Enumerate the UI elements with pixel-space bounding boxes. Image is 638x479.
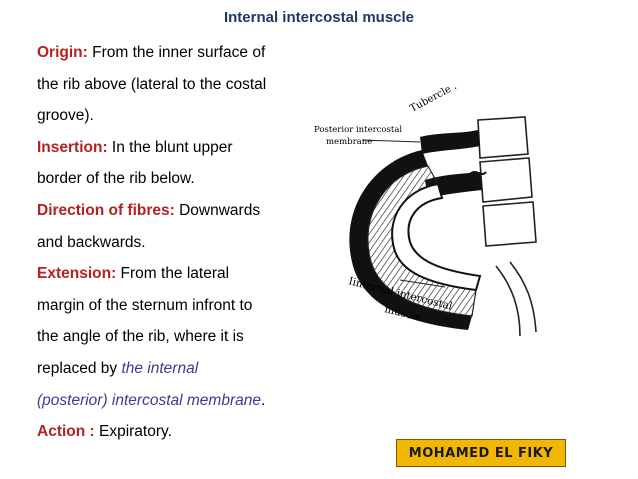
rib-diagram: Tubercle . Posterior intercostal membran… (300, 62, 600, 362)
vertebrae (477, 116, 537, 247)
rib-head-upper (420, 130, 480, 154)
line-extension-cont-4: (posterior) intercostal membrane. (37, 391, 266, 409)
signature-text: MOHAMED EL FIKY (408, 445, 554, 461)
line-action: Action : Expiratory. (37, 423, 172, 441)
leader-muscle (399, 279, 446, 288)
rib-diagram-svg: Tubercle . Posterior intercostal membran… (314, 81, 537, 337)
line-insertion-cont: border of the rib below. (37, 170, 195, 188)
line-direction-cont: and backwards. (37, 233, 146, 251)
line-origin: Origin: From the inner surface of (37, 44, 266, 61)
line-origin-cont-2: groove). (37, 107, 94, 125)
line-origin-cont-1: the rib above (lateral to the costal (37, 75, 267, 93)
leader-membrane (361, 139, 421, 143)
lower-rib (391, 182, 482, 292)
label-membrane-2: membrane (326, 137, 372, 147)
label-membrane-1: Posterior intercostal (314, 125, 402, 135)
direction-label: Direction of fibres: (37, 201, 175, 219)
insertion-label: Insertion: (37, 138, 108, 156)
description-text: Origin: From the inner surface of the ri… (37, 37, 307, 448)
line-extension: Extension: From the lateral (37, 265, 230, 283)
line-direction: Direction of fibres: Downwards (37, 201, 261, 219)
extension-label: Extension: (37, 265, 117, 283)
origin-label: Origin: (37, 44, 88, 61)
costal-margin (509, 261, 537, 333)
action-label: Action : (37, 423, 95, 441)
author-signature: MOHAMED EL FIKY (396, 439, 566, 467)
membrane-lines (439, 171, 487, 183)
upper-rib (349, 150, 472, 330)
line-extension-cont-1: margin of the sternum infront to (37, 296, 253, 314)
label-tubercle: Tubercle . (408, 81, 458, 115)
line-insertion: Insertion: In the blunt upper (37, 138, 233, 156)
line-extension-cont-3: replaced by the internal (37, 359, 199, 377)
slide-title: Internal intercostal muscle (223, 9, 415, 26)
line-extension-cont-2: the angle of the rib, where it is (37, 328, 244, 346)
